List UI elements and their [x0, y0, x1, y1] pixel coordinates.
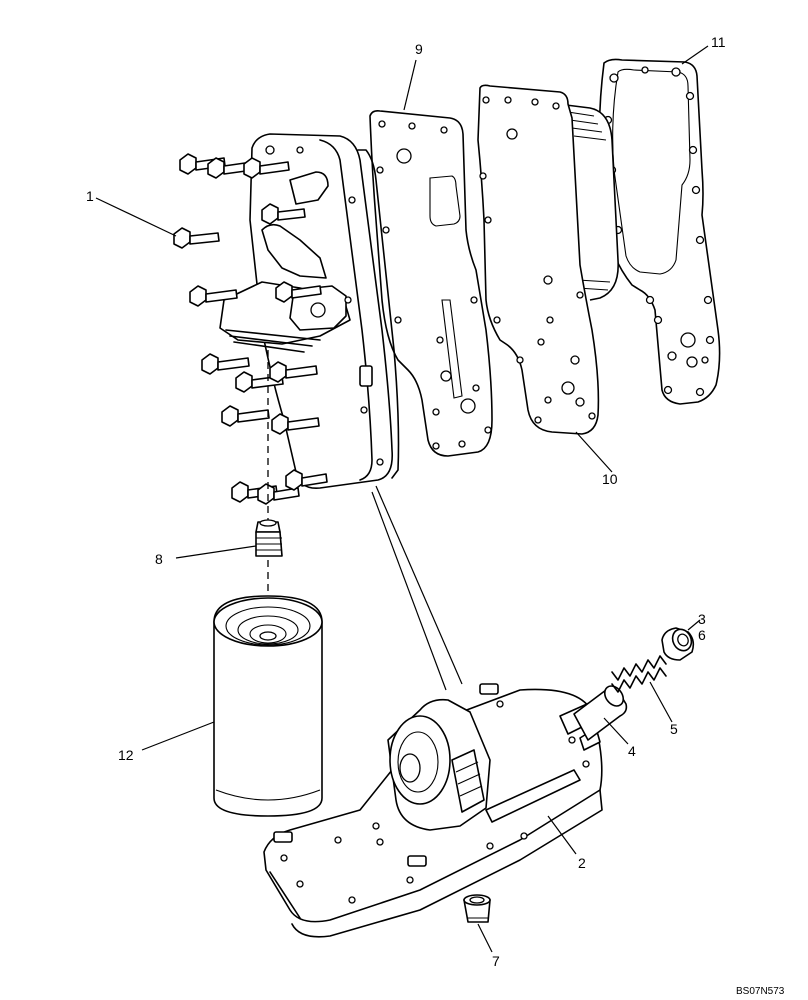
housing-plate [219, 133, 400, 489]
callout-4: 4 [628, 743, 636, 759]
callout-6: 6 [698, 627, 706, 643]
callout-3: 3 [698, 611, 706, 627]
part-12-oil-filter [213, 595, 323, 817]
part-7-plug [463, 894, 491, 923]
part-2-filter-base [263, 485, 605, 938]
callout-1: 1 [86, 188, 94, 204]
part-5-spring [611, 655, 667, 693]
callout-7: 7 [492, 953, 500, 969]
callout-11: 11 [711, 34, 726, 50]
callout-5: 5 [670, 721, 678, 737]
callout-8: 8 [155, 551, 163, 567]
callout-9: 9 [415, 41, 423, 57]
leader-lines [95, 45, 709, 953]
part-11-gasket [598, 58, 721, 405]
part-1-bolts [173, 153, 328, 505]
callout-10: 10 [602, 471, 618, 487]
part-9-gasket [369, 110, 493, 457]
part-3-6-plug [661, 627, 695, 661]
part-10-oil-cooler [477, 84, 619, 435]
callout-12: 12 [118, 747, 134, 763]
part-4-plunger [573, 685, 628, 741]
drawing-reference: BS07N573 [736, 986, 785, 997]
part-8-fitting [255, 350, 283, 632]
callout-2: 2 [578, 855, 586, 871]
